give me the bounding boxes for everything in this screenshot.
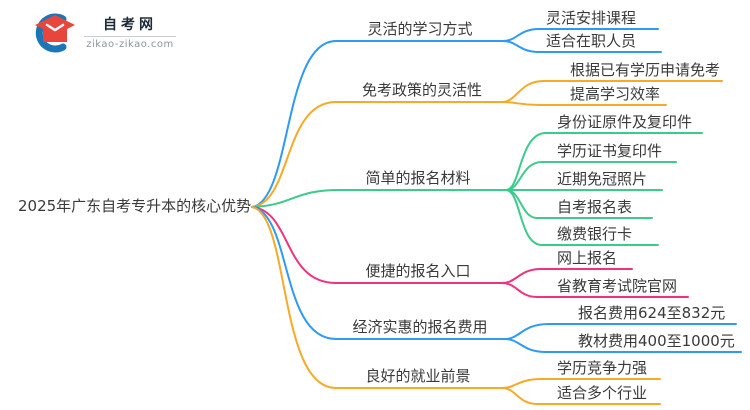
branch-3-child-2-line (505, 161, 677, 191)
leaf-label-registration-form: 自考报名表 (557, 198, 633, 216)
branch-3-child-5-line (505, 189, 659, 246)
branch-label-affordable-fees: 经济实惠的报名费用 (352, 318, 488, 336)
branch-3-child-1-line (505, 132, 703, 191)
branch-label-flexible-study: 灵活的学习方式 (367, 20, 473, 38)
logo-site-name: 自考网 (103, 16, 157, 33)
branch-4-line (251, 206, 503, 284)
branch-label-simple-materials: 简单的报名材料 (365, 169, 471, 187)
logo-graduation-cap-icon (35, 13, 75, 53)
leaf-label-improve-efficiency: 提高学习效率 (570, 85, 661, 103)
branch-label-convenient-portal: 便捷的报名入口 (365, 262, 471, 280)
leaf-label-degree-competitive: 学历竞争力强 (557, 359, 648, 377)
central-topic: 2025年广东自考专升本的核心优势 (18, 197, 252, 215)
branch-2-child-2-line (501, 101, 667, 106)
logo-divider (84, 35, 176, 37)
branch-5-child-1-line (504, 323, 737, 340)
leaf-label-apply-exemption: 根据已有学历申请免考 (570, 61, 721, 79)
branch-1-line (251, 40, 504, 208)
leaf-label-textbook-fee: 教材费用400至1000元 (578, 332, 735, 350)
leaf-label-registration-fee: 报名费用624至832元 (578, 304, 726, 322)
leaf-label-id-card-copy: 身份证原件及复印件 (557, 113, 693, 131)
leaf-label-diploma-copy: 学历证书复印件 (557, 142, 663, 160)
leaf-label-flexible-schedule: 灵活安排课程 (546, 9, 637, 27)
branch-label-job-prospects: 良好的就业前景 (365, 367, 471, 385)
branch-5-child-2-line (504, 338, 742, 353)
branch-3-line (251, 189, 507, 208)
leaf-label-online-registration: 网上报名 (557, 249, 618, 267)
leaf-label-recent-photo: 近期免冠照片 (557, 170, 648, 188)
site-logo: 自考网 zikao-zikao.com (30, 12, 176, 54)
leaf-label-provincial-website: 省教育考试院官网 (557, 277, 678, 295)
leaf-label-suits-workers: 适合在职人员 (546, 32, 637, 50)
logo-site-domain: zikao-zikao.com (86, 38, 174, 50)
branch-4-child-2-line (501, 282, 689, 298)
branch-6-line (251, 206, 503, 389)
leaf-label-payment-bank-card: 缴费银行卡 (557, 225, 633, 243)
branch-label-exemption-policy: 免考政策的灵活性 (361, 81, 483, 99)
branch-6-child-2-line (501, 387, 661, 405)
branch-2-line (251, 101, 503, 208)
branch-1-child-2-line (502, 40, 662, 53)
leaf-label-many-industries: 适合多个行业 (557, 384, 648, 402)
branch-5-line (251, 206, 506, 340)
